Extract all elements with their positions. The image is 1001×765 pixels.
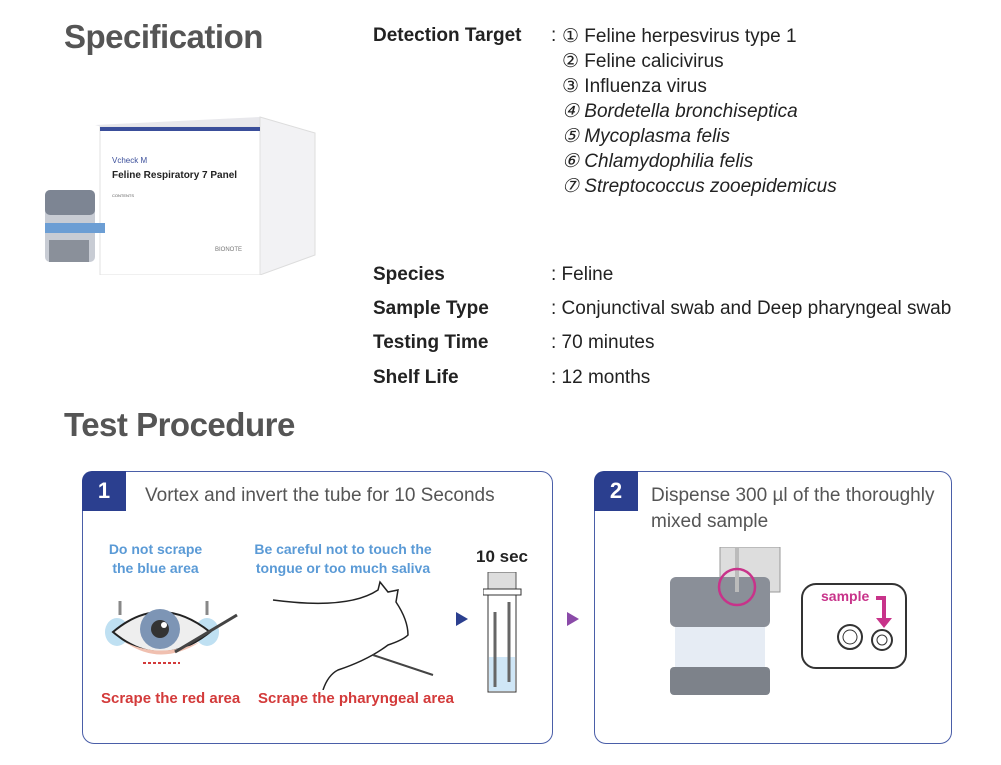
time-label: 10 sec bbox=[476, 547, 528, 566]
cat-illustration bbox=[272, 580, 434, 690]
detection-target-label: Detection Target bbox=[373, 25, 522, 46]
eye-illustration bbox=[105, 601, 238, 664]
testing-time-value: : 70 minutes bbox=[551, 332, 655, 353]
arrow-right-icon bbox=[567, 612, 579, 626]
svg-text:BIONOTE: BIONOTE bbox=[215, 247, 242, 253]
target-4: ④ Bordetella bronchiseptica bbox=[562, 101, 798, 122]
test-procedure-title: Test Procedure bbox=[64, 406, 295, 443]
step-2-card: 2 Dispense 300 µl of the thoroughly mixe… bbox=[594, 471, 952, 744]
eye-action: Scrape the red area bbox=[101, 690, 241, 707]
cartridge-illustration bbox=[670, 547, 781, 695]
arrow-right-icon bbox=[456, 612, 468, 626]
tube-illustration bbox=[483, 572, 522, 693]
shelf-life-label: Shelf Life bbox=[373, 367, 459, 388]
sample-type-label: Sample Type bbox=[373, 298, 489, 319]
brand-text: Vcheck M bbox=[112, 156, 147, 165]
step-1-card: 1 Vortex and invert the tube for 10 Seco… bbox=[82, 471, 553, 744]
shelf-life-value: : 12 months bbox=[551, 367, 651, 388]
product-image: Vcheck M Feline Respiratory 7 Panel CONT… bbox=[45, 105, 325, 276]
target-3: ③ Influenza virus bbox=[562, 76, 707, 97]
step-2-text: Dispense 300 µl of the thoroughly mixed … bbox=[651, 485, 935, 532]
svg-text:CONTENTS: CONTENTS bbox=[112, 193, 134, 198]
species-label: Species bbox=[373, 264, 445, 285]
target-1: ① Feline herpesvirus type 1 bbox=[562, 26, 797, 47]
species-value: : Feline bbox=[551, 264, 614, 285]
step-1-text: Vortex and invert the tube for 10 Second… bbox=[145, 485, 495, 506]
step-2-number: 2 bbox=[594, 471, 638, 511]
target-7: ⑦ Streptococcus zooepidemicus bbox=[562, 176, 837, 197]
eye-note: Do not scrape the blue area bbox=[108, 541, 203, 576]
target-5: ⑤ Mycoplasma felis bbox=[562, 126, 731, 147]
step-1-number: 1 bbox=[82, 471, 126, 511]
mouth-action: Scrape the pharyngeal area bbox=[258, 690, 454, 707]
target-2: ② Feline calicivirus bbox=[562, 51, 724, 72]
testing-time-label: Testing Time bbox=[373, 332, 489, 353]
mouth-note: Be careful not to touch the tongue or to… bbox=[254, 541, 432, 576]
target-6: ⑥ Chlamydophilia felis bbox=[562, 151, 754, 172]
sample-type-value: : Conjunctival swab and Deep pharyngeal … bbox=[551, 298, 952, 319]
product-name-text: Feline Respiratory 7 Panel bbox=[112, 170, 237, 181]
cartridge-top-view bbox=[801, 583, 907, 669]
colon: : bbox=[551, 25, 557, 46]
sample-label: sample bbox=[821, 588, 870, 604]
specification-title: Specification bbox=[64, 18, 263, 55]
